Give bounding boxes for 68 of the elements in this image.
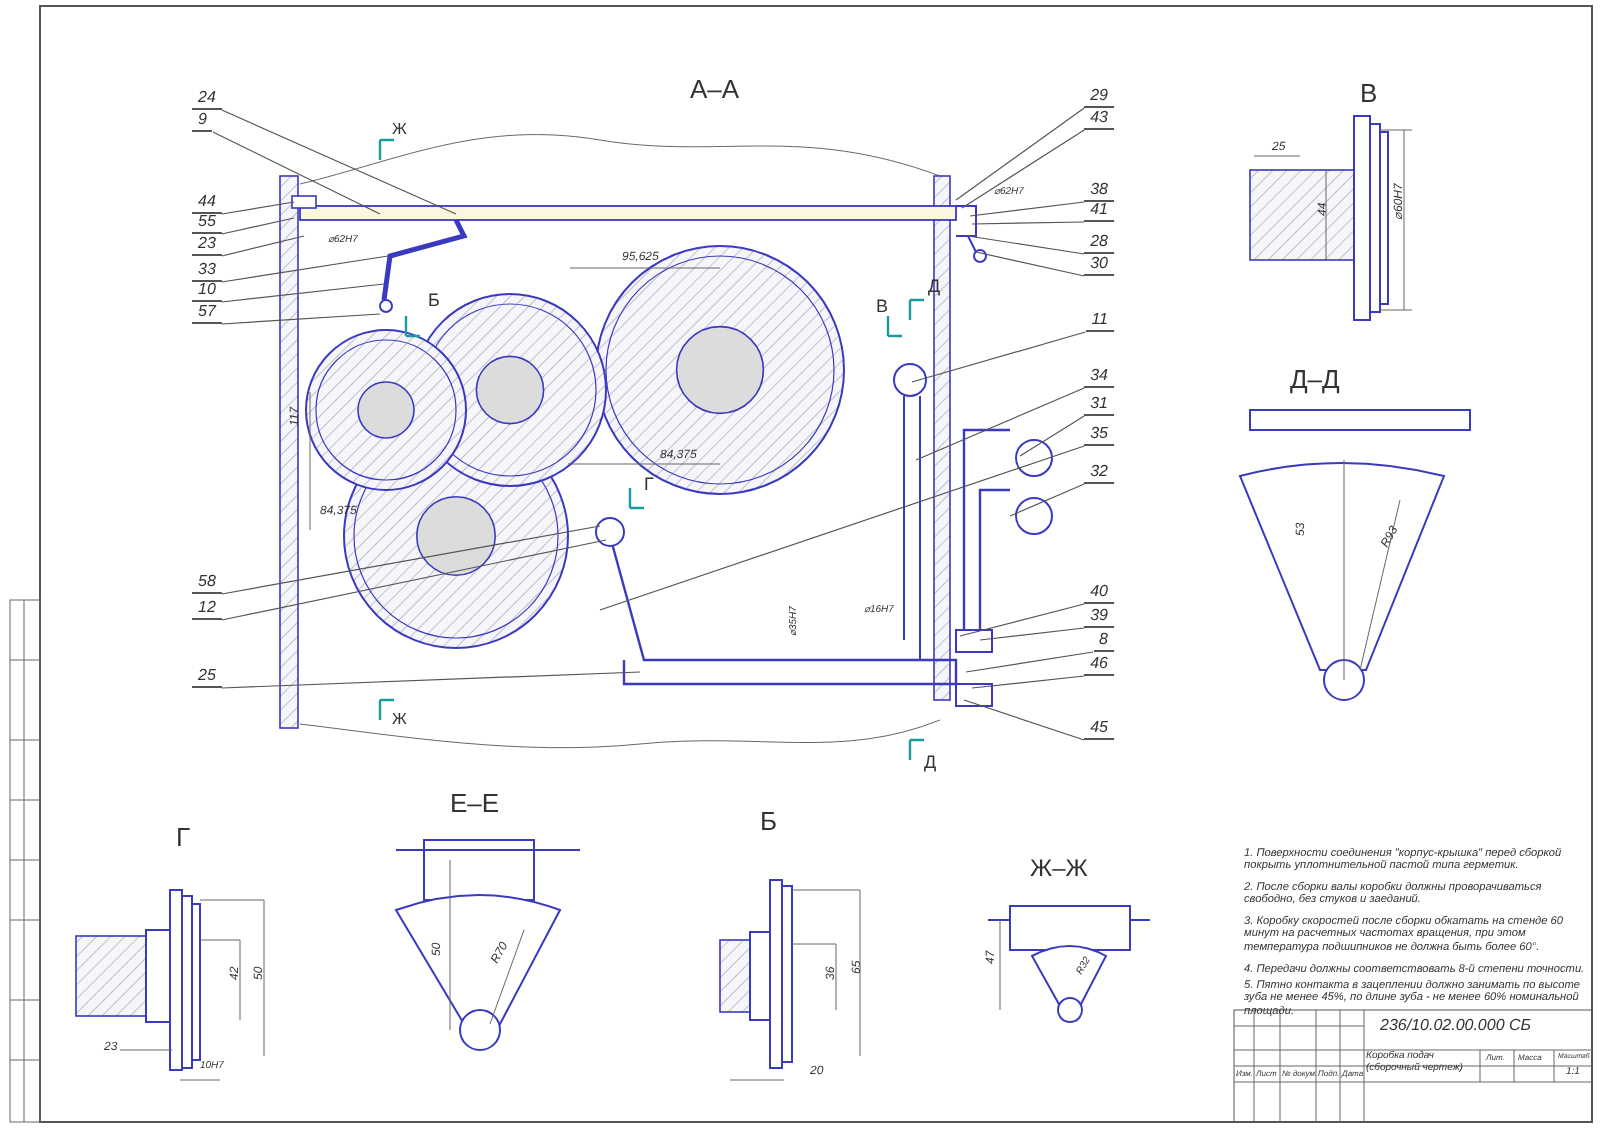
section-title: Д–Д (1290, 366, 1340, 392)
leader-line (961, 129, 1085, 209)
leader-line (212, 131, 381, 215)
leader-line (979, 627, 1085, 641)
callout-number: 38 (1084, 182, 1114, 202)
callout-number: 55 (192, 214, 222, 234)
section-title: Б (760, 808, 778, 834)
leader-line (955, 107, 1085, 201)
callout-number: 46 (1084, 656, 1114, 676)
leader-line (965, 651, 1094, 673)
leader-line (911, 331, 1086, 383)
leader-line (1019, 415, 1085, 457)
document-number: 236/10.02.00.000 СБ (1380, 1018, 1531, 1034)
section-marker: Г (644, 476, 654, 494)
callout-number: 28 (1084, 234, 1114, 254)
section-marker: Д (924, 754, 937, 772)
callout-number: 33 (192, 262, 222, 282)
callout-number: 58 (192, 574, 222, 594)
callout-number: 40 (1084, 584, 1114, 604)
callout-number: 39 (1084, 608, 1114, 628)
leader-line (975, 251, 1085, 277)
callout-number: 32 (1084, 464, 1114, 484)
callout-number: 44 (192, 194, 222, 214)
callout-number: 11 (1085, 312, 1114, 332)
leader-line (915, 387, 1085, 461)
leader-line (221, 539, 607, 621)
leader-line (221, 283, 385, 303)
section-marker: Ж (392, 122, 407, 138)
callout-number: 45 (1084, 720, 1114, 740)
callout-number: 24 (192, 90, 222, 110)
leader-line (221, 109, 457, 215)
callout-number: 35 (1084, 426, 1114, 446)
leader-line (221, 235, 305, 257)
leader-line (971, 221, 1085, 225)
callout-number: 23 (192, 236, 222, 256)
section-title: Ж–Ж (1030, 856, 1088, 880)
callout-number: 41 (1084, 202, 1114, 222)
leader-line (221, 525, 601, 595)
section-title: В (1360, 80, 1378, 106)
leader-line (221, 217, 295, 235)
section-title: А–А (690, 76, 740, 102)
callout-number: 10 (192, 282, 222, 302)
leader-line (599, 445, 1085, 611)
section-marker: Ж (392, 712, 407, 728)
callout-number: 30 (1084, 256, 1114, 276)
callout-number: 34 (1084, 368, 1114, 388)
leader-line (969, 201, 1085, 217)
leader-line (959, 603, 1085, 637)
callout-number: 8 (1093, 632, 1114, 652)
callout-number: 43 (1084, 110, 1114, 130)
leader-line (963, 699, 1085, 741)
leader-line (221, 313, 381, 325)
leader-line (967, 235, 1085, 255)
leader-line (221, 255, 389, 283)
section-title: Е–Е (450, 790, 500, 816)
leader-line (971, 675, 1085, 689)
section-title: Г (176, 824, 191, 850)
leader-line (221, 201, 295, 215)
callout-number: 9 (192, 112, 213, 132)
callout-number: 29 (1084, 88, 1114, 108)
callout-number: 12 (192, 600, 222, 620)
leader-line (221, 671, 641, 689)
callout-number: 57 (192, 304, 222, 324)
callout-number: 31 (1084, 396, 1114, 416)
callout-number: 25 (192, 668, 222, 688)
section-marker: В (876, 298, 889, 316)
leader-line (1009, 483, 1085, 517)
section-marker: Б (428, 292, 440, 310)
